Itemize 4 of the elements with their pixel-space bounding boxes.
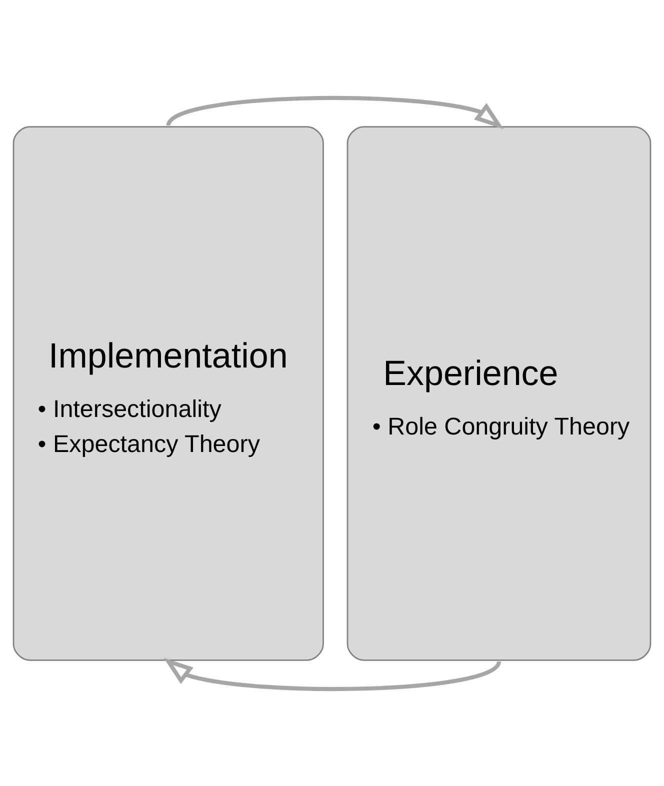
node-box: Experience • Role Congruity Theory xyxy=(346,126,652,660)
arrow xyxy=(166,95,504,129)
node-box: Implementation • Intersectionality • Expectancy Theory xyxy=(12,126,324,660)
arrow xyxy=(164,657,501,691)
